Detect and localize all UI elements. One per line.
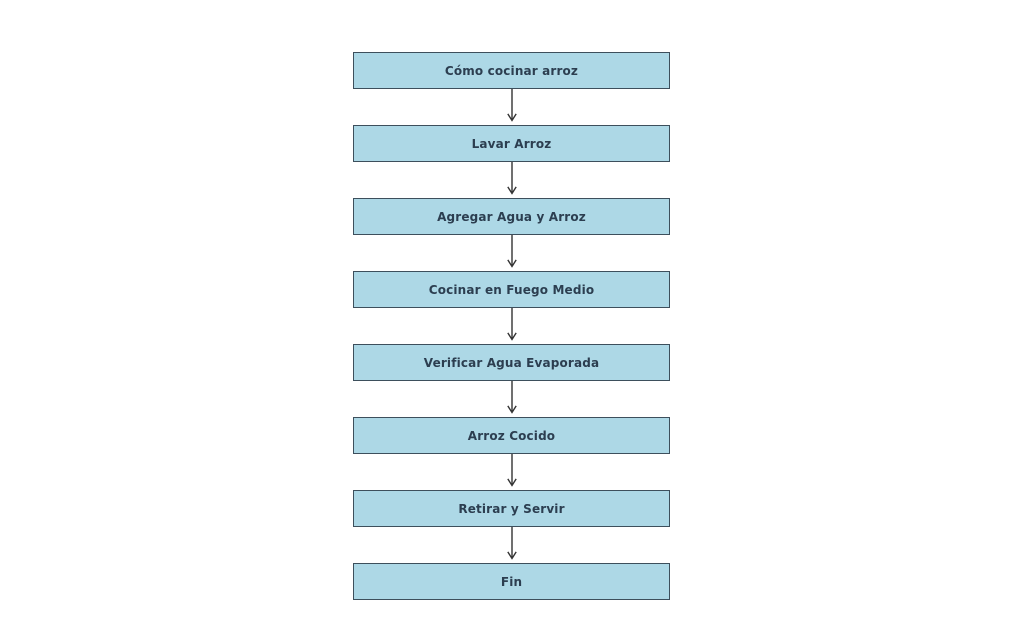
flowchart-node-check-water-evaporated[interactable]: Verificar Agua Evaporada xyxy=(353,344,670,381)
flowchart-node-wash-rice[interactable]: Lavar Arroz xyxy=(353,125,670,162)
flowchart-node-label: Agregar Agua y Arroz xyxy=(437,209,586,224)
flowchart-node-label: Arroz Cocido xyxy=(467,428,556,443)
flowchart-node-label: Retirar y Servir xyxy=(458,501,565,516)
flowchart-node-end[interactable]: Fin xyxy=(353,563,670,600)
flowchart-arrow-2 xyxy=(353,162,670,198)
flowchart-node-rice-cooked[interactable]: Arroz Cocido xyxy=(353,417,670,454)
flowchart-node-label: Cocinar en Fuego Medio xyxy=(428,282,595,297)
flowchart-arrow-6 xyxy=(353,454,670,490)
flowchart-node-label: Lavar Arroz xyxy=(471,136,552,151)
flowchart-node-label: Fin xyxy=(500,574,523,589)
flowchart-node-label: Cómo cocinar arroz xyxy=(444,63,579,78)
flowchart-node-cook-medium-heat[interactable]: Cocinar en Fuego Medio xyxy=(353,271,670,308)
flowchart-arrow-5 xyxy=(353,381,670,417)
flowchart-node-label: Verificar Agua Evaporada xyxy=(423,355,600,370)
flowchart-node-column: Cómo cocinar arroz Lavar Arroz Agregar A… xyxy=(353,52,670,600)
flowchart-node-remove-and-serve[interactable]: Retirar y Servir xyxy=(353,490,670,527)
flowchart-arrow-4 xyxy=(353,308,670,344)
flowchart-arrow-7 xyxy=(353,527,670,563)
flowchart-node-start[interactable]: Cómo cocinar arroz xyxy=(353,52,670,89)
flowchart-arrow-3 xyxy=(353,235,670,271)
flowchart-node-add-water-rice[interactable]: Agregar Agua y Arroz xyxy=(353,198,670,235)
flowchart-arrow-1 xyxy=(353,89,670,125)
